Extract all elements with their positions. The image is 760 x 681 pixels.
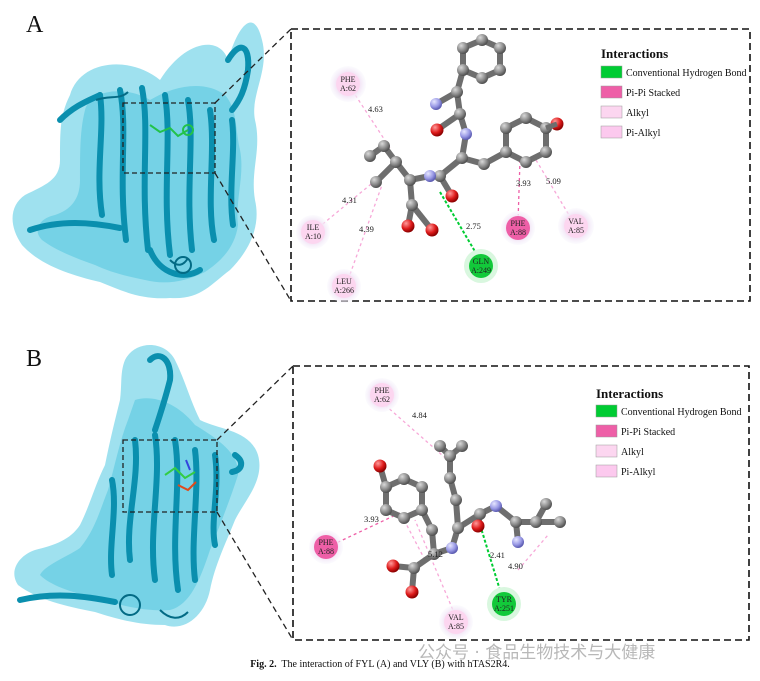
- protein-helices: [17, 353, 245, 605]
- residue-label: PHE: [510, 219, 525, 228]
- legend-swatch: [595, 404, 618, 418]
- distance-label: 4.31: [342, 195, 357, 205]
- distance-label: 3.93: [364, 514, 379, 524]
- residue-phe62: PHE A:62: [330, 66, 366, 102]
- residue-label: VAL: [448, 613, 464, 622]
- residue-label: GLN: [473, 257, 490, 266]
- legend-label: Conventional Hydrogen Bond: [621, 407, 742, 418]
- protein-surface-inner: [40, 398, 239, 611]
- residue-label: A:85: [448, 622, 464, 631]
- ligand-stick: [164, 459, 197, 492]
- distance-label: 4.63: [368, 104, 383, 114]
- residue-ile10: ILE A:10: [296, 215, 330, 249]
- residue-label: PHE: [374, 386, 389, 395]
- legend-swatch: [600, 125, 623, 139]
- zoom-connector-bottom: [214, 172, 292, 302]
- residue-label: A:266: [334, 286, 354, 295]
- interaction-diagram-a: [290, 28, 751, 302]
- zoom-connector-top: [216, 365, 294, 441]
- zoom-box-a: [122, 102, 216, 174]
- ligand-stick: [149, 124, 194, 138]
- distance-label: 4.39: [359, 224, 374, 234]
- residue-label: A:62: [374, 395, 390, 404]
- distance-label: 5.09: [546, 176, 561, 186]
- residues-a: PHE A:62 ILE A:10 LEU A:266 GLN A:249: [296, 66, 594, 303]
- legend-label: Conventional Hydrogen Bond: [626, 68, 747, 79]
- residue-label: LEU: [336, 277, 352, 286]
- distance-label: 3.93: [516, 178, 531, 188]
- legend-swatch: [600, 105, 623, 119]
- legend-b: Interactions Conventional Hydrogen BondP…: [595, 386, 742, 478]
- residue-label: A:10: [305, 232, 321, 241]
- legend-swatch: [595, 424, 618, 438]
- watermark-text: 公众号 · 食品生物技术与大健康: [418, 643, 656, 663]
- legend-title: Interactions: [601, 46, 668, 61]
- ligand-molecule-a: [364, 34, 564, 237]
- panel-letter-a: A: [26, 12, 44, 38]
- zoom-connector-top: [214, 28, 292, 104]
- distance-labels-a: 4.63 4.31 4.39 2.75 3.93 5.09: [342, 104, 561, 234]
- residue-label: PHE: [340, 75, 355, 84]
- protein-helices: [27, 44, 252, 278]
- interaction-diagram-b: [292, 365, 750, 641]
- interaction-lines-a: [317, 89, 573, 281]
- legend-swatch: [595, 464, 618, 478]
- figure-caption: Fig. 2. The interaction of FYL (A) and V…: [0, 659, 760, 670]
- residue-leu266: LEU A:266: [327, 269, 361, 303]
- protein-loops: [119, 594, 189, 619]
- legend-label: Pi-Alkyl: [626, 128, 661, 139]
- distance-label: 4.84: [412, 410, 428, 420]
- protein-structure-b: [14, 345, 260, 627]
- protein-structure-a: [12, 22, 264, 299]
- panel-b: B: [14, 345, 750, 641]
- legend-label: Pi-Pi Stacked: [626, 88, 680, 99]
- residue-phe62: PHE A:62: [365, 378, 399, 412]
- legend-swatch: [595, 444, 618, 458]
- residue-label: A:85: [568, 226, 584, 235]
- distance-label: 5.12: [428, 549, 443, 559]
- residue-label: A:249: [471, 266, 491, 275]
- residue-label: A:251: [494, 604, 514, 613]
- distance-label: 2.41: [490, 550, 505, 560]
- legend-label: Pi-Alkyl: [621, 467, 656, 478]
- residue-label: TYR: [496, 595, 513, 604]
- residue-tyr251: TYR A:251: [487, 587, 521, 621]
- legend-label: Pi-Pi Stacked: [621, 427, 675, 438]
- legend-swatch: [600, 85, 623, 99]
- residue-label: VAL: [568, 217, 584, 226]
- residue-label: A:88: [510, 228, 526, 237]
- residues-b: PHE A:62 PHE A:88 VAL A:85 TYR A:251: [309, 378, 521, 639]
- legend-swatch: [600, 65, 623, 79]
- panel-letter-b: B: [26, 346, 42, 372]
- residue-label: A:62: [340, 84, 356, 93]
- zoom-connector-bottom: [216, 511, 294, 641]
- residue-phe88: PHE A:88: [309, 530, 343, 564]
- caption-text: The interaction of FYL (A) and VLY (B) w…: [281, 659, 510, 670]
- residue-val85: VAL A:85: [439, 605, 473, 639]
- distance-label: 4.90: [508, 561, 523, 571]
- residue-phe88: PHE A:88: [501, 211, 535, 245]
- residue-val85: VAL A:85: [558, 208, 594, 244]
- caption-prefix: Fig. 2.: [250, 659, 277, 670]
- legend-a: Interactions Conventional Hydrogen BondP…: [600, 46, 747, 139]
- legend-title: Interactions: [596, 386, 663, 401]
- residue-label: PHE: [318, 538, 333, 547]
- ligand-molecule-b: [373, 440, 566, 599]
- residue-label: A:88: [318, 547, 334, 556]
- residue-gln249: GLN A:249: [464, 249, 498, 283]
- distance-label: 2.75: [466, 221, 481, 231]
- distance-labels-b: 4.84 3.93 5.12 2.41 4.90: [364, 410, 523, 571]
- legend-label: Alkyl: [626, 108, 649, 119]
- protein-loops: [95, 91, 193, 274]
- legend-label: Alkyl: [621, 447, 644, 458]
- panel-a: A: [12, 12, 751, 303]
- residue-label: ILE: [307, 223, 320, 232]
- zoom-box-b: [122, 439, 218, 513]
